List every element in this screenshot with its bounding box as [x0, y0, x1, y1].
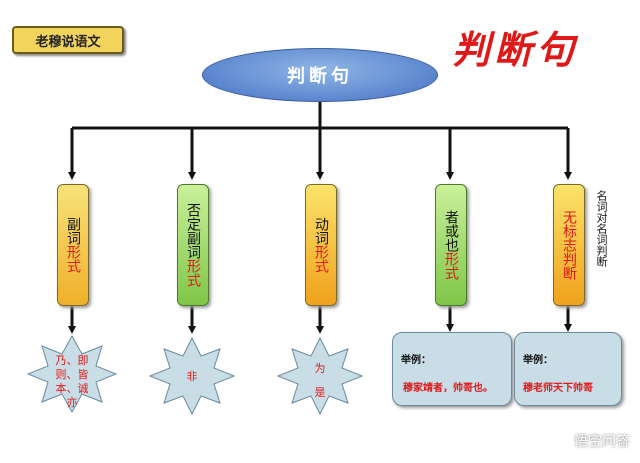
column-4-black: 者或也: [443, 210, 459, 252]
star-1-line-3: 本、诚: [55, 382, 89, 395]
column-3-red: 形式: [313, 245, 329, 273]
column-5-red: 无标志判断: [561, 210, 577, 280]
page-title: 判断句: [452, 27, 579, 72]
star-1-line-1: 乃、即: [55, 354, 89, 367]
example-1-text: 穆家靖者，帅哥也。: [403, 383, 493, 394]
column-4-red: 形式: [443, 252, 459, 280]
star-2-text: 非: [186, 370, 198, 383]
column-2-black: 否定副词: [185, 203, 201, 259]
star-shape-2: [148, 336, 236, 416]
watermark: 悟空问答: [574, 434, 630, 450]
column-node-1: 副词 形式: [57, 184, 89, 306]
star-1-text: 乃、即 则、皆 本、诚 亦: [48, 354, 96, 410]
column-2-red: 形式: [185, 259, 201, 287]
example-box-2: 举例： 穆老师天下帅哥: [514, 332, 622, 406]
star-1-line-2: 则、皆: [55, 368, 89, 381]
center-node: 判断句: [202, 48, 438, 102]
example-1-label: 举例：: [401, 355, 431, 366]
star-3-line-2: 是: [314, 386, 326, 399]
example-box-1: 举例： 穆家靖者，帅哥也。: [392, 332, 512, 406]
column-1-black: 副词: [65, 217, 81, 245]
column-node-2: 否定副词 形式: [177, 184, 209, 306]
example-2-label: 举例：: [523, 355, 553, 366]
column-node-5: 无标志判断: [553, 184, 585, 306]
star-shape-1: [26, 334, 118, 414]
column-node-3: 动词 形式: [305, 184, 337, 306]
column-1-red: 形式: [65, 245, 81, 273]
example-2-text: 穆老师天下帅哥: [523, 383, 593, 394]
star-3-text: 为 是: [306, 362, 334, 400]
column-node-4: 者或也 形式: [435, 184, 467, 306]
star-1-line-4: 亦: [66, 396, 78, 409]
column-3-black: 动词: [313, 217, 329, 245]
author-badge: 老穆说语文: [12, 26, 124, 54]
side-note: 名词对名词判断: [595, 190, 608, 267]
star-3-line-1: 为: [314, 362, 326, 375]
star-shape-3: [276, 336, 364, 416]
